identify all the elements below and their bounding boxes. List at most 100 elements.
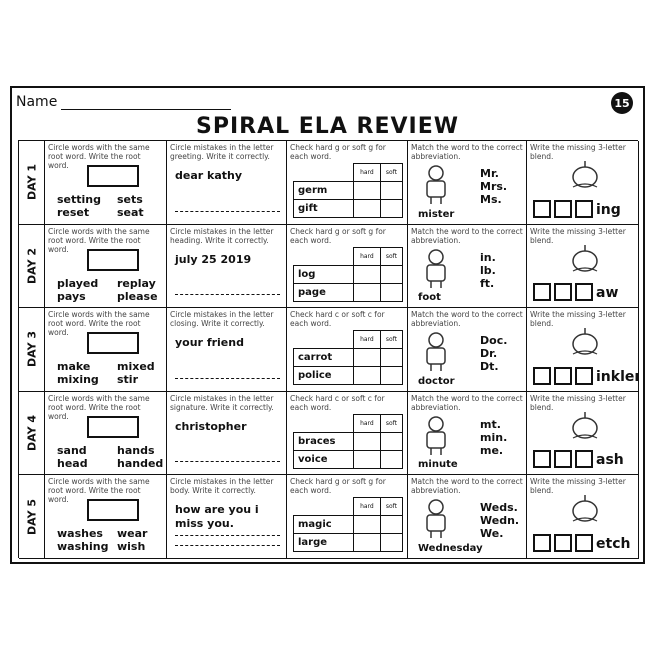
abbreviation[interactable]: Mr. [480,167,499,180]
blend-letter-box[interactable] [533,533,551,552]
root-answer-box[interactable] [87,165,139,187]
match-word[interactable]: doctor [418,375,455,387]
blend-letter-box[interactable] [533,199,551,218]
root-word[interactable]: reset [57,206,90,219]
root-word[interactable]: pays [57,289,86,303]
blend-letter-box[interactable] [533,366,551,385]
root-word[interactable]: make [57,360,91,374]
abbreviation[interactable]: We. [480,527,504,541]
letter-text[interactable]: how are you i miss you. [175,503,259,531]
blend-letter-box[interactable] [575,366,593,385]
soft-checkbox[interactable] [379,348,404,368]
hard-checkbox[interactable] [353,431,381,451]
letter-text[interactable]: dear kathy [175,169,243,182]
soft-checkbox[interactable] [379,533,404,553]
hard-checkbox[interactable] [353,449,381,469]
abbreviation[interactable]: Dr. [480,347,498,361]
blend-letter-box[interactable] [575,283,593,302]
blend-letter-box[interactable] [533,283,551,302]
answer-line[interactable] [175,210,280,212]
abbreviation[interactable]: ft. [480,276,495,290]
blend-letter-box[interactable] [554,366,572,385]
root-answer-box[interactable] [87,332,139,355]
answer-line[interactable] [175,377,280,379]
abbreviation[interactable]: me. [480,443,504,457]
blend-letter-box[interactable] [533,450,551,469]
abbreviation[interactable]: Doc. [480,334,508,348]
hard-checkbox[interactable] [353,264,381,284]
hard-checkbox[interactable] [353,366,381,386]
hard-soft-instructions: Check hard g or soft g for each word. [290,143,386,161]
answer-line[interactable] [175,534,280,536]
hard-soft-cell: Check hard g or soft g for each word. ha… [287,141,408,224]
hard-checkbox[interactable] [353,515,381,535]
letter-text[interactable]: christopher [175,419,247,433]
root-word[interactable]: hands [117,443,155,457]
hard-checkbox[interactable] [353,199,381,218]
abbreviation[interactable]: lb. [480,263,496,277]
letter-text[interactable]: july 25 2019 [175,252,252,266]
soft-checkbox[interactable] [379,282,404,302]
root-word[interactable]: stir [117,373,139,387]
soft-checkbox[interactable] [379,449,404,469]
root-answer-box[interactable] [87,248,139,271]
name-line[interactable] [61,96,232,110]
answer-line[interactable] [175,461,280,463]
answer-line[interactable] [175,544,280,546]
soft-checkbox[interactable] [379,181,404,200]
root-word[interactable]: mixing [57,373,99,387]
abbreviation[interactable]: mt. [480,417,501,431]
hard-checkbox[interactable] [353,181,381,200]
root-word[interactable]: wear [117,527,148,541]
letter-text[interactable]: your friend [175,336,244,350]
match-word[interactable]: minute [418,459,458,471]
root-word[interactable]: seat [117,206,144,219]
abbreviation[interactable]: Ms. [480,193,502,206]
hard-checkbox[interactable] [353,533,381,553]
match-word[interactable]: foot [418,292,441,304]
root-answer-box[interactable] [87,499,139,522]
blend-letter-box[interactable] [575,450,593,469]
abbreviation[interactable]: Mrs. [480,180,508,193]
blend-letter-box[interactable] [554,533,572,552]
blend-letter-box[interactable] [575,199,593,218]
root-word[interactable]: washes [57,527,103,541]
blend-answer: ing [533,199,621,218]
root-word[interactable]: please [117,289,158,303]
root-word[interactable]: head [57,456,88,470]
blend-letter-box[interactable] [554,450,572,469]
soft-checkbox[interactable] [379,366,404,386]
day-row: DAY 1 Circle words with the same root wo… [19,141,639,225]
match-word[interactable]: Wednesday [418,542,483,554]
abbreviation[interactable]: Weds. [480,501,518,515]
hard-checkbox[interactable] [353,348,381,368]
blend-answer: inkler [533,366,638,385]
abbreviation-cell: Match the word to the correct abbreviati… [408,475,527,558]
abbreviation[interactable]: in. [480,250,496,264]
soft-checkbox[interactable] [379,264,404,284]
root-word[interactable]: mixed [117,360,155,374]
soft-checkbox[interactable] [379,431,404,451]
root-word[interactable]: sand [57,443,87,457]
match-word[interactable]: mister [418,208,455,220]
root-word[interactable]: washing [57,540,109,554]
blend-ending: ing [596,201,621,218]
root-word[interactable]: wish [117,540,146,554]
root-word[interactable]: sets [117,193,143,206]
abbreviation[interactable]: min. [480,430,508,444]
root-word-col-left: played pays [57,277,98,303]
soft-checkbox[interactable] [379,515,404,535]
root-answer-box[interactable] [87,415,139,438]
blend-letter-box[interactable] [575,533,593,552]
root-word[interactable]: played [57,276,99,290]
root-word[interactable]: handed [117,456,164,470]
abbreviation[interactable]: Wedn. [480,514,520,528]
blend-letter-box[interactable] [554,283,572,302]
answer-line[interactable] [175,294,280,296]
root-word[interactable]: setting [57,193,101,206]
soft-checkbox[interactable] [379,199,404,218]
hard-checkbox[interactable] [353,282,381,302]
abbreviation[interactable]: Dt. [480,360,499,374]
root-word[interactable]: replay [117,276,156,290]
blend-letter-box[interactable] [554,199,572,218]
